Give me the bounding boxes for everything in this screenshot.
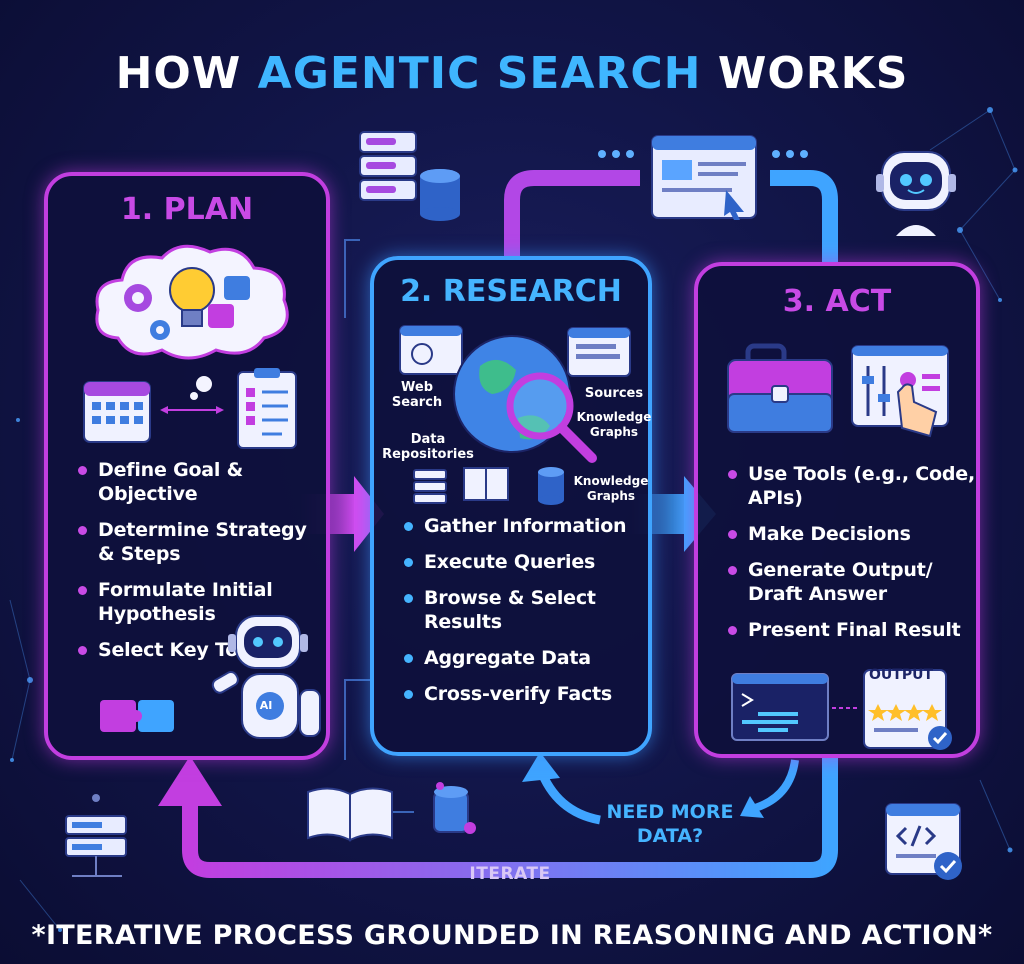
robot-thinking-icon [211,615,321,739]
server-rack-icon [65,794,127,877]
toolbox-icon [727,343,833,433]
need-more-arrow [746,759,799,814]
research-visual [399,325,631,505]
gear-small-icon [150,320,170,340]
footer-caption: *ITERATIVE PROCESS GROUNDED IN REASONING… [31,920,993,951]
server-small-icon [413,469,447,504]
terminal-icon [731,673,829,741]
act-visual [727,343,949,438]
research-steps-list: Gather Information Execute Queries Brows… [400,514,650,718]
plan-step: Formulate Initial Hypothesis [74,578,324,626]
calendar-icon [83,381,151,443]
act-steps-list: Use Tools (e.g., Code, APIs) Make Decisi… [724,462,979,654]
iterate-loop [182,758,838,878]
thought-dots-icon [190,376,212,400]
act-title: 3. ACT [782,284,892,319]
sources-browser-icon [567,327,631,377]
output-card-icon [863,669,952,750]
gear-icon [124,284,152,312]
act-step: Generate Output/ Draft Answer [724,558,979,606]
page-title: HOW AGENTIC SEARCH WORKS [0,48,1024,99]
need-more-data-label: NEED MORE DATA? [606,801,734,847]
label-knowledge-graphs-bottom: Knowledge Graphs [573,474,649,503]
act-step: Present Final Result [724,618,979,642]
puzzle-icon [208,276,250,328]
label-sources: Sources [584,386,644,401]
server-database-icon [359,131,460,221]
book-icon [463,467,509,501]
database-gear-icon [433,782,476,834]
network-decoration [9,109,1016,931]
output-label: OUTPUT [869,667,933,683]
act-panel: 3. ACT Use Tools (e.g., Code, APIs) Make… [694,262,980,758]
thought-cloud-icon [95,244,289,360]
plan-tools-icons [83,368,297,449]
bottom-book-database-icon [307,782,476,842]
loop-arc-top [504,170,640,258]
iterate-label: ITERATE [469,864,551,884]
label-data-repositories: Data Repositories [382,432,474,462]
research-step: Gather Information [400,514,650,538]
plan-title: 1. PLAN [120,192,254,227]
research-step: Aggregate Data [400,646,650,670]
browser-window-icon [598,135,808,220]
iterate-arrowhead [158,756,222,806]
title-suffix: WORKS [701,48,909,99]
research-title: 2. RESEARCH [400,274,622,309]
magnifier-icon [506,372,597,463]
control-panel-icon [851,345,949,438]
act-step: Make Decisions [724,522,979,546]
act-step: Use Tools (e.g., Code, APIs) [724,462,979,510]
open-book-icon [307,787,393,842]
plan-step: Determine Strategy & Steps [74,518,324,566]
output-visual [731,669,952,750]
lightbulb-icon [169,267,215,327]
plan-steps-list: Define Goal & Objective Determine Strate… [74,458,324,674]
research-step: Browse & Select Results [400,586,650,634]
research-panel: 2. RESEARCH [370,256,652,756]
plan-step: Define Goal & Objective [74,458,324,506]
plan-step: Select Key Tools [74,638,324,662]
title-prefix: HOW [115,48,258,99]
code-window-icon [885,803,962,880]
plan-panel: 1. PLAN Define Goal & Objective Determin… [44,172,330,760]
robot-head-icon [876,151,956,236]
research-step: Execute Queries [400,550,650,574]
label-knowledge-graphs-top: Knowledge Graphs [576,410,652,439]
database-icon [538,467,564,505]
title-accent: AGENTIC SEARCH [257,48,702,99]
checklist-icon [237,368,297,449]
robot-ai-badge: AI [259,699,273,712]
label-web-search: Web Search [391,380,443,410]
browser-icon [399,325,463,375]
research-step: Cross-verify Facts [400,682,650,706]
puzzle-pieces-icon [100,700,174,732]
